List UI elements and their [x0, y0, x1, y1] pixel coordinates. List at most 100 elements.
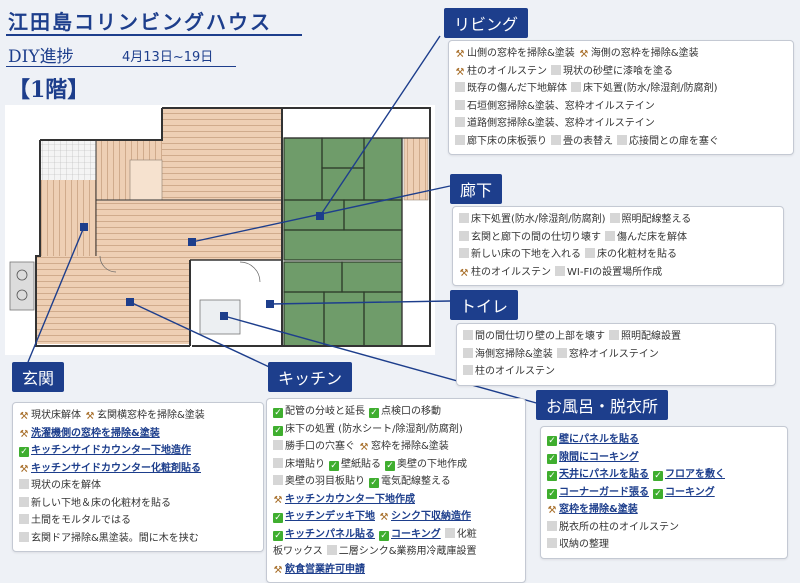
kitchen-connector — [129, 301, 281, 373]
task-item: 照明配線設置 — [609, 330, 681, 342]
task-item: ⚒窓枠を掃除&塗装 — [359, 441, 449, 453]
bath-tag: お風呂・脱衣所 — [536, 390, 669, 420]
floor-label: 【1階】 — [8, 77, 90, 103]
tatami-room-upper — [283, 137, 403, 261]
task-text: 新しい床の下地を入れる — [471, 249, 581, 260]
checkmark-icon: ✓ — [273, 530, 283, 541]
task-row: 柱のオイルステン — [463, 363, 769, 381]
task-row: ⚒窓枠を掃除&塗装 — [547, 501, 781, 519]
hammer-icon: ⚒ — [19, 463, 29, 475]
empty-box-icon — [556, 347, 567, 358]
task-text: 現状の床を解体 — [31, 480, 101, 491]
task-item: 廊下床の床板張り — [455, 134, 547, 147]
task-item: ⚒飲食営業許可申請 — [273, 564, 365, 576]
task-text: 柱のオイルステン — [475, 366, 555, 377]
task-row: ⚒洗濯機側の窓枠を掃除&塗装 — [19, 425, 257, 443]
hammer-icon: ⚒ — [85, 411, 95, 422]
task-item: 床増貼り — [273, 457, 325, 470]
entrance-floor — [40, 180, 96, 256]
task-row: 玄関と廊下の間の仕切り壊す傷んだ床を解体 — [459, 229, 777, 247]
empty-box-icon — [444, 527, 455, 538]
task-item: ⚒柱のオイルステン — [455, 65, 547, 78]
empty-box-icon — [455, 117, 465, 127]
kitchen-task-list: ✓配管の分岐と延長✓点検口の移動✓床下の処置 (防水シート/除湿剤/防腐剤)勝手… — [266, 398, 526, 583]
task-text: キッチンデッキ下地 — [285, 511, 375, 522]
task-item: 玄関ドア掃除&黒塗装。間に木を挟む — [19, 531, 199, 544]
task-item: 勝手口の穴塞ぐ — [273, 440, 355, 452]
empty-box-icon — [571, 82, 581, 92]
task-text: WI-FIの設置場所作成 — [567, 266, 663, 278]
task-text: 畳の表替え — [563, 135, 613, 147]
task-item: 脱衣所の柱のオイルステン — [547, 520, 679, 533]
task-text: 窓枠を掃除&塗装 — [559, 504, 638, 515]
task-text: 奥壁の羽目板貼り — [285, 476, 365, 487]
hammer-icon: ⚒ — [547, 505, 557, 516]
task-text: 現状床解体 — [31, 410, 81, 421]
empty-box-icon — [19, 496, 29, 507]
hallway-task-list: 床下処置(防水/除湿剤/防腐剤)照明配線整える玄関と廊下の間の仕切り壊す傷んだ床… — [452, 206, 784, 286]
task-row: ✓隙間にコーキング — [547, 449, 781, 467]
task-item: 新しい下地＆床の化粧材を貼る — [19, 496, 171, 509]
task-text: 床下処置(防水/除湿剤/防腐剤) — [583, 83, 718, 94]
task-row: 脱衣所の柱のオイルステン — [547, 519, 781, 537]
task-row: 既存の傷んだ下地解体床下処置(防水/除湿剤/防腐剤) — [455, 80, 787, 98]
task-item: 海側窓掃除&塗装 — [463, 347, 553, 360]
empty-box-icon — [273, 440, 283, 450]
empty-box-icon — [609, 213, 620, 223]
toilet-connector — [269, 300, 451, 305]
task-text: 勝手口の穴塞ぐ — [285, 441, 355, 452]
task-item: ✓床下の処置 (防水シート/除湿剤/防腐剤) — [273, 424, 463, 436]
living-connector — [319, 35, 441, 217]
entrance-tile — [40, 140, 96, 180]
task-row: 海側窓掃除&塗装窓枠オイルステイン — [463, 346, 769, 364]
checkmark-icon: ✓ — [273, 513, 283, 523]
task-row: 勝手口の穴塞ぐ ⚒窓枠を掃除&塗装 — [273, 438, 519, 456]
task-text: キッチンサイドカウンター下地造作 — [31, 445, 191, 456]
checkmark-icon: ✓ — [547, 453, 557, 464]
task-item: 石垣側窓掃除&塗装、窓枠オイルステイン — [455, 99, 655, 112]
subtitle-underline — [6, 66, 236, 67]
task-item: 新しい床の下地を入れる — [459, 248, 581, 260]
task-item: 窓枠オイルステイン — [556, 347, 659, 360]
task-text: キッチンパネル貼る — [285, 528, 375, 540]
task-row: ⚒山側の窓枠を掃除&塗装⚒海側の窓枠を掃除&塗装 — [455, 45, 787, 63]
empty-box-icon — [551, 64, 561, 75]
task-text: 板ワックス — [273, 546, 323, 557]
task-item: ✓コーキング — [653, 487, 715, 499]
task-row: 廊下床の床板張り畳の表替え応接間との扉を塞ぐ — [455, 133, 787, 151]
living-task-list: ⚒山側の窓枠を掃除&塗装⚒海側の窓枠を掃除&塗装⚒柱のオイルステン現状の砂壁に漆… — [448, 40, 794, 155]
empty-box-icon — [585, 248, 595, 258]
task-item: ✓キッチンデッキ下地 — [273, 511, 375, 523]
empty-box-icon — [463, 347, 473, 358]
hammer-icon: ⚒ — [273, 494, 283, 506]
stairs — [129, 159, 163, 201]
entrance-connector — [27, 226, 85, 363]
task-row: ✓壁にパネルを貼る — [547, 431, 781, 449]
task-row: 床増貼り✓壁紙貼る✓奥壁の下地作成 — [273, 456, 519, 474]
task-item: ⚒柱のオイルステン — [459, 267, 551, 279]
task-text: 電気配線整える — [381, 476, 451, 487]
task-row: ⚒現状床解体⚒玄関横窓枠を掃除&塗装 — [19, 407, 257, 425]
task-item: ✓隙間にコーキング — [547, 452, 639, 464]
checkmark-icon: ✓ — [273, 425, 283, 436]
task-row: 床下処置(防水/除湿剤/防腐剤)照明配線整える — [459, 211, 777, 229]
task-text: 化粧 — [456, 528, 477, 540]
task-text: 天井にパネルを貼る — [559, 469, 649, 480]
hammer-icon: ⚒ — [579, 49, 589, 60]
task-item: ✓点検口の移動 — [369, 406, 441, 418]
task-item: ✓フロアを敷く — [653, 469, 725, 481]
hammer-icon: ⚒ — [379, 512, 389, 523]
task-row: ✓キッチンサイドカウンター下地造作 — [19, 442, 257, 460]
hallway-tag: 廊下 — [450, 174, 503, 204]
task-item: ⚒キッチンサイドカウンター化粧剤貼る — [19, 463, 201, 475]
task-row: 新しい下地＆床の化粧材を貼る — [19, 495, 257, 513]
task-item: ✓キッチンパネル貼る — [273, 528, 375, 541]
task-text: 柱のオイルステン — [467, 65, 547, 77]
task-row: ✓キッチンパネル貼る✓コーキング化粧 — [273, 526, 519, 544]
task-row: ⚒柱のオイルステン WI-FIの設置場所作成 — [459, 264, 777, 282]
task-row: 土間をモルタルではる — [19, 512, 257, 530]
empty-box-icon — [455, 99, 465, 110]
task-text: 山側の窓枠を掃除&塗装 — [467, 48, 575, 59]
task-text: 廊下床の床板張り — [467, 135, 547, 147]
task-text: 道路側窓掃除&塗装、窓枠オイルステイン — [467, 118, 655, 129]
